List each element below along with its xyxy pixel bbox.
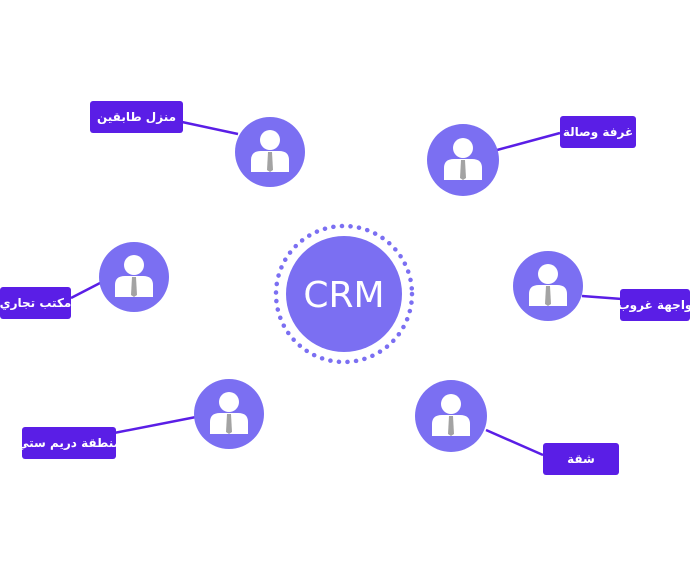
person-node-bottom-left bbox=[194, 379, 264, 449]
connector-bottom-left bbox=[113, 415, 197, 435]
crm-dotted-ring bbox=[273, 223, 415, 365]
crm-circle bbox=[286, 236, 402, 352]
label-bottom-left: منطقة دريم ستي bbox=[17, 427, 121, 459]
person-node-top-left bbox=[235, 117, 305, 187]
person-icon bbox=[444, 138, 482, 180]
crm-center: CRM bbox=[273, 223, 415, 365]
label-top-right: غرفة وصالة bbox=[560, 116, 636, 148]
label-mid-right: واجهة غروب bbox=[618, 289, 690, 321]
person-node-mid-left bbox=[99, 242, 169, 312]
label-bottom-right: شقة bbox=[543, 443, 619, 475]
person-icon bbox=[210, 392, 248, 434]
connector-mid-left bbox=[70, 280, 103, 300]
person-node-bottom-right bbox=[415, 380, 487, 452]
label-top-left: منزل طابقين bbox=[90, 101, 183, 133]
connector-mid-right bbox=[581, 294, 623, 301]
person-icon bbox=[251, 130, 289, 172]
connector-top-right bbox=[496, 131, 561, 152]
person-icon bbox=[529, 264, 567, 306]
person-node-top-right bbox=[427, 124, 499, 196]
person-node-mid-right bbox=[513, 251, 583, 321]
connector-top-left bbox=[181, 120, 239, 136]
connector-bottom-right bbox=[485, 428, 544, 457]
person-icon bbox=[432, 394, 470, 436]
person-icon bbox=[115, 255, 153, 297]
connectors bbox=[70, 120, 623, 457]
label-mid-left: مكتب تجاري bbox=[0, 287, 71, 319]
crm-label: CRM bbox=[303, 275, 384, 316]
